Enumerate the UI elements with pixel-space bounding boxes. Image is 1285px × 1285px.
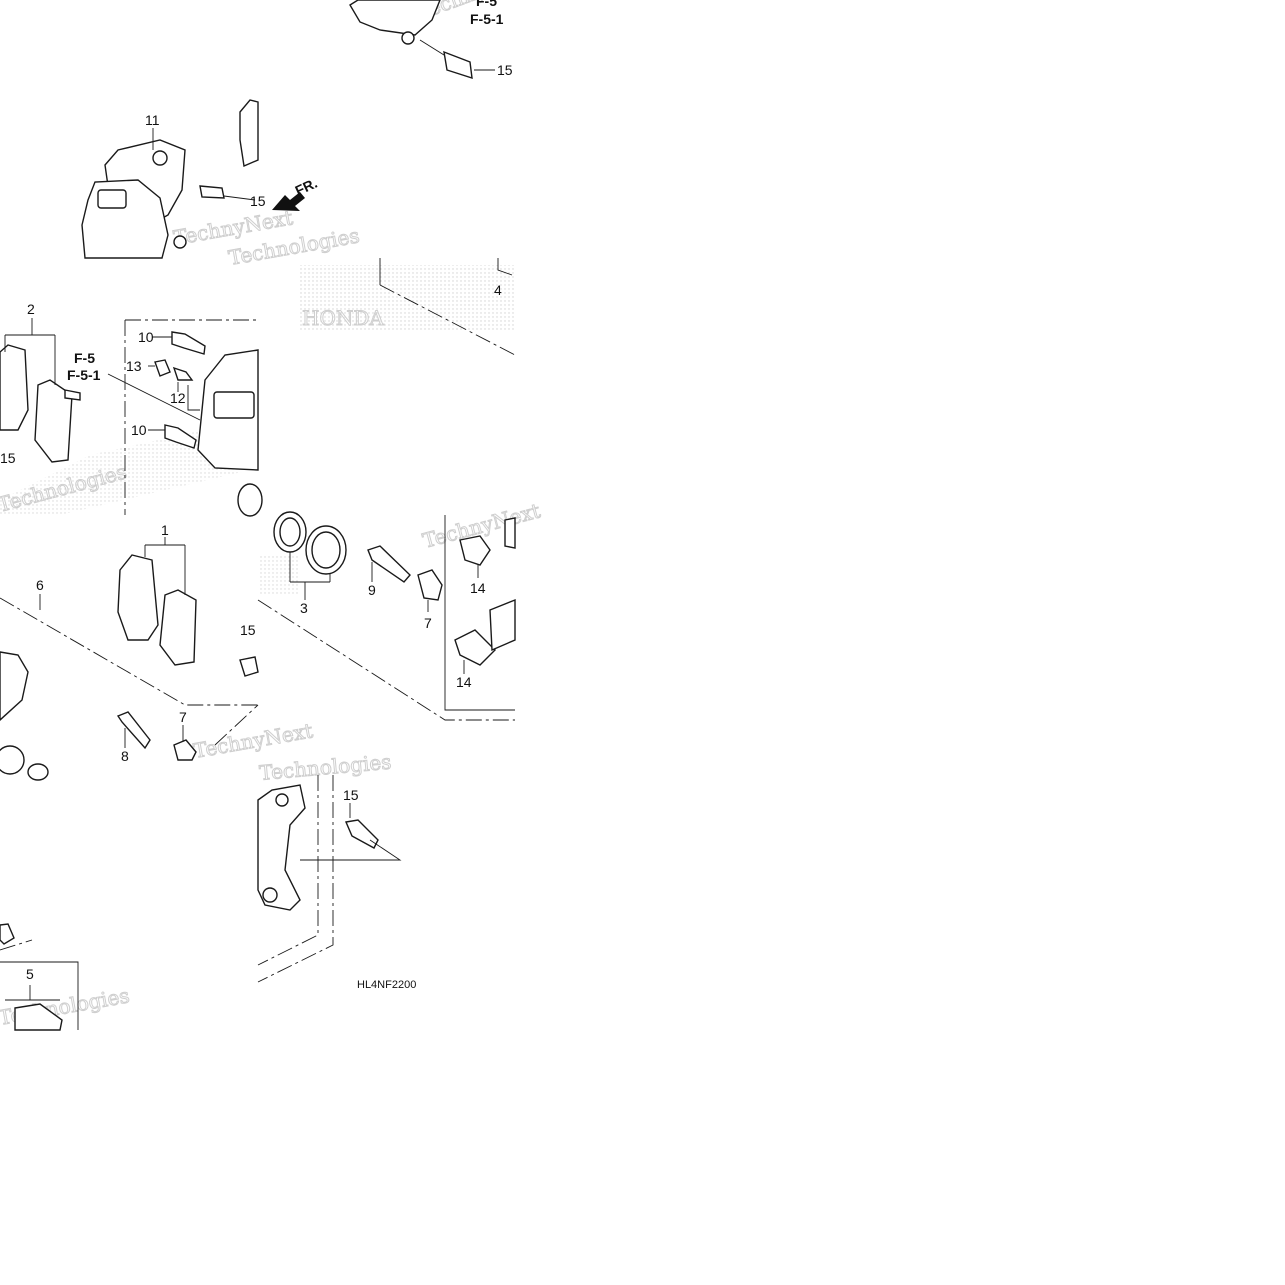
pin-8 [116,711,151,750]
pad-1-right [159,589,197,666]
callout-1: 1 [161,522,169,538]
reference-top-f51: F-5-1 [470,11,504,27]
bolt-15-top-left [199,185,225,199]
clip-14-a [459,535,491,566]
reference-mid-f51: F-5-1 [67,367,101,383]
bolt-10-lower [164,424,197,449]
caliper-bolt-hole [152,150,168,166]
pad-pin [64,389,81,401]
tile-bracket-5 [0,923,79,1031]
tile-seals-clips [237,483,516,721]
caliper-edge-right [504,517,516,549]
callout-12: 12 [170,390,186,406]
housing-seal [27,763,49,781]
diagram-code: HL4NF2200 [357,979,416,991]
callout-8: 8 [121,748,129,764]
clip-14-b [454,629,496,666]
caliper-piston-hole [173,235,187,249]
housing-piston [0,745,25,775]
callout-10-upper: 10 [138,329,154,345]
callout-5: 5 [26,966,34,982]
bracket-hole-top [275,793,289,807]
callout-15-pads: 15 [0,450,16,466]
reference-labels: F-5 F-5-1 F-5 F-5-1 [67,0,504,383]
callout-14-upper: 14 [470,580,486,596]
callout-9: 9 [368,582,376,598]
brake-bracket-part [257,784,306,911]
callout-11: 11 [145,112,160,128]
callout-7-lower: 7 [179,709,187,725]
callout-7-upper: 7 [424,615,432,631]
caliper-edge-right-2 [489,598,516,652]
boot-7-lower [173,739,197,761]
callout-3: 3 [300,600,308,616]
pad-1-left [117,554,159,641]
bracket-5-part [14,1003,63,1031]
front-direction-arrow: FR. [272,175,320,211]
callout-15-top: 15 [497,62,513,78]
callout-labels: 15 11 15 4 2 10 13 12 10 15 1 6 15 3 9 7… [0,62,513,982]
caliper-mid-window [213,391,255,419]
callout-14-lower: 14 [456,674,472,690]
bolt-15-top [443,50,473,80]
bolt-15-lower [345,819,379,849]
bleeder-13 [154,359,171,377]
tile-top-caliper [349,0,516,356]
pad-2-right [34,379,73,463]
piston-ring [237,483,263,517]
tile-pads-bolts [0,318,259,515]
callout-13: 13 [126,358,142,374]
callout-10-lower: 10 [131,422,147,438]
top-caliper-part [349,0,441,36]
bracket-hole-bottom [262,887,278,903]
boot-7-upper [417,569,443,601]
cap-12 [172,366,194,381]
pad-2-left [0,344,29,431]
bolt-15-mid [239,656,259,677]
watermark-text-7: Technologies [258,750,392,785]
top-caliper-boss [401,31,415,45]
callout-15-mid: 15 [240,622,256,638]
housing-6-part [0,651,29,721]
tile-caliper-bracket: FR. [81,99,320,259]
watermark-text-6: TechnyNext [192,718,315,763]
caliper-window [97,189,127,209]
callout-15-bracket: 15 [250,193,266,209]
callout-2: 2 [27,301,35,317]
callout-4: 4 [494,282,502,298]
front-label: FR. [293,175,320,199]
callout-15-lower: 15 [343,787,359,803]
bolt-lower-left [0,923,15,945]
callout-6: 6 [36,577,44,593]
reference-top-f5: F-5 [476,0,497,9]
watermark-brand: HONDA [302,306,384,330]
caliper-edge-part [239,99,259,167]
tile-pads-housing [0,537,259,781]
reference-mid-f5: F-5 [74,350,95,366]
tile-bracket-15 [257,775,402,983]
pin-9 [367,545,411,583]
bolt-10-upper [171,331,206,355]
